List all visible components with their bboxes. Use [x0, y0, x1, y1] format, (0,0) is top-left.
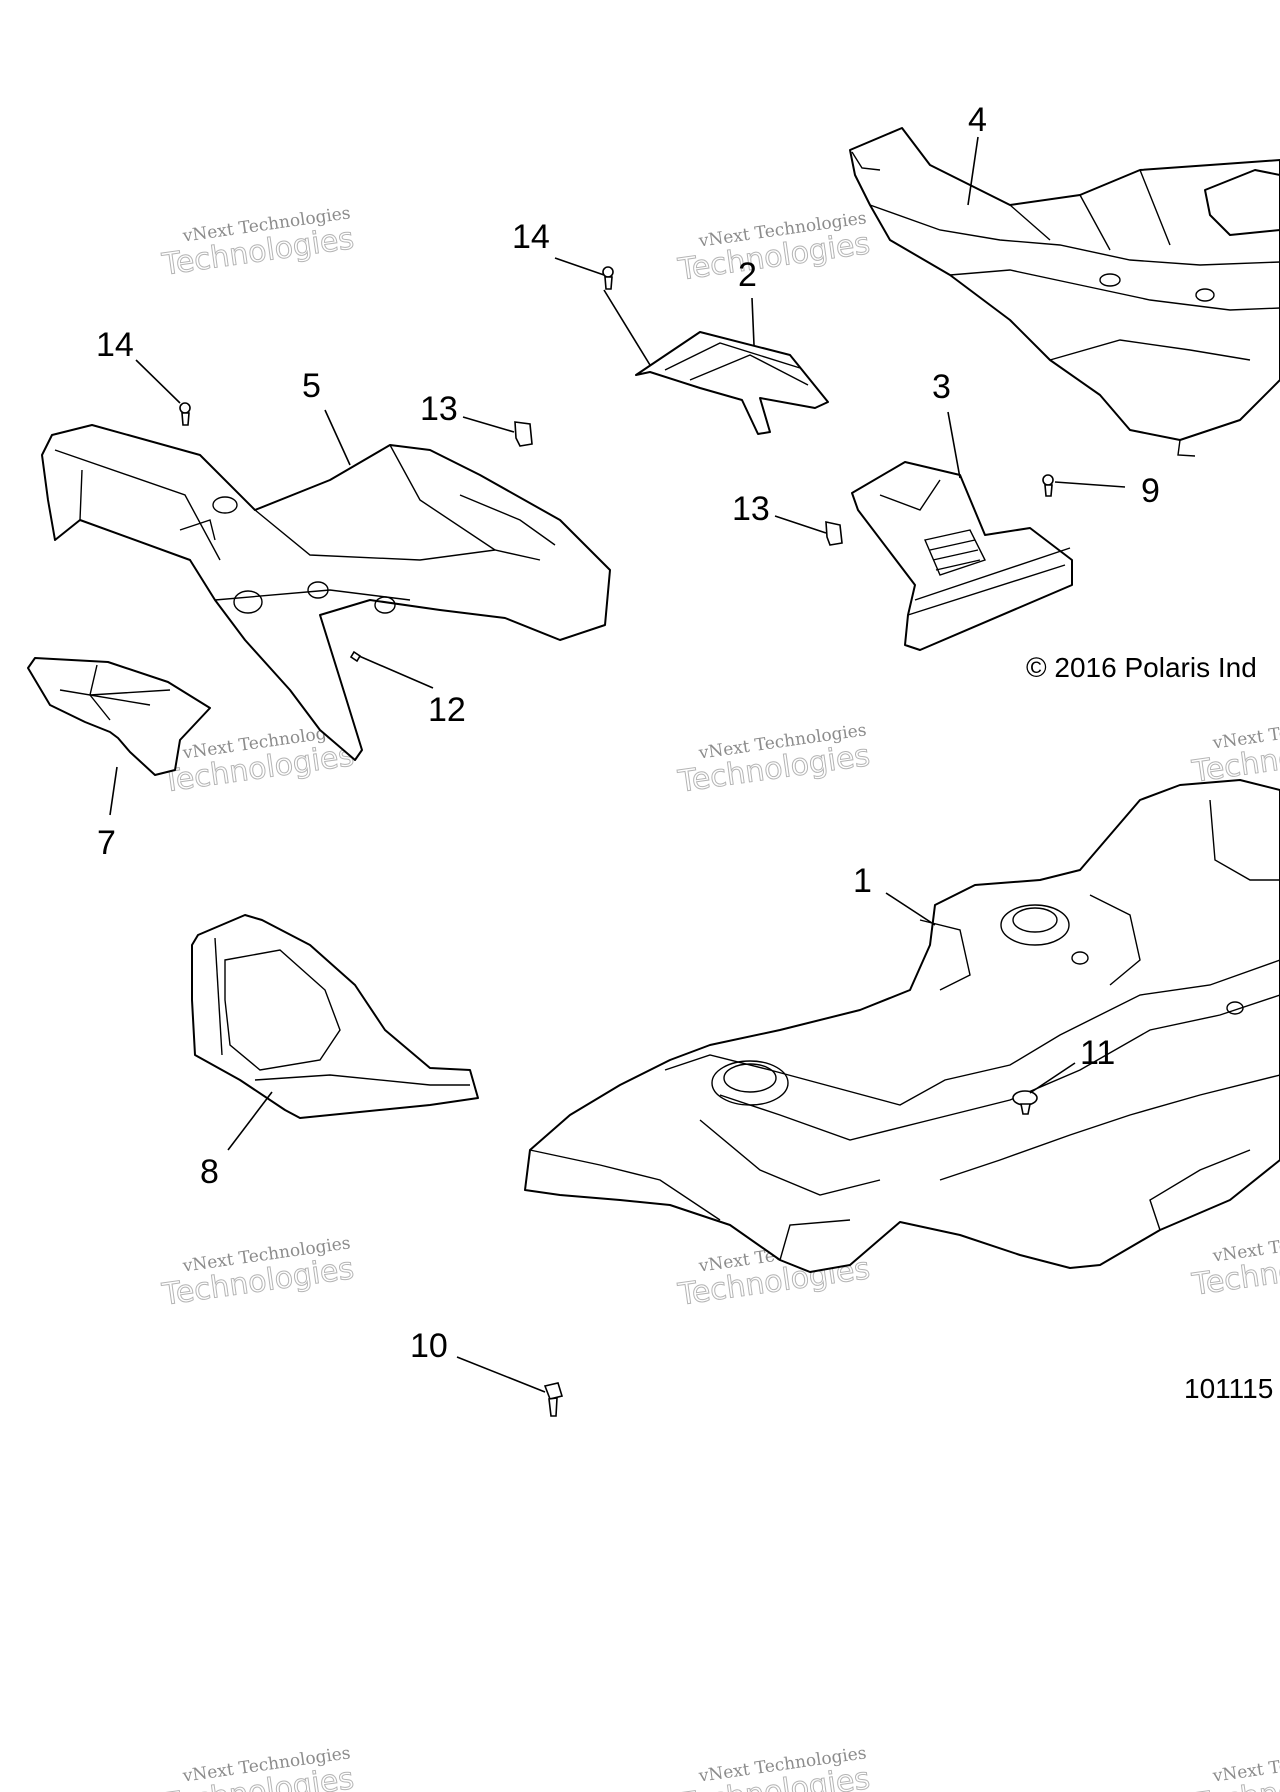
callout-label-2: 2: [738, 256, 757, 294]
leader-line: [1054, 481, 1126, 488]
leader-line: [774, 515, 827, 534]
watermark: vNext Technologies Technologies: [159, 1233, 357, 1313]
leader-line: [462, 416, 515, 433]
leader-line: [358, 655, 434, 689]
leader-line: [967, 136, 979, 206]
leader-line: [603, 289, 651, 366]
part-3-center-console: [851, 461, 1073, 651]
part-2-cover-plate: [635, 331, 829, 435]
callout-label-4: 4: [968, 101, 987, 139]
leader-lines: [109, 136, 1126, 1393]
part-1-main-rack: [524, 779, 1280, 1273]
fastener-9: [1042, 474, 1054, 497]
watermark: vNext Technologies Technologies: [159, 1743, 357, 1792]
part-4-rear-fender: [849, 127, 1280, 457]
callout-label-3: 3: [932, 368, 951, 406]
watermark: vNext Technologies Technologies: [675, 720, 873, 800]
leader-line: [135, 359, 181, 404]
fastener-13a: [514, 421, 533, 447]
callout-label-12: 12: [428, 691, 466, 729]
callout-label-7: 7: [97, 824, 116, 862]
watermark: vNext Technologies Technologies: [159, 203, 357, 283]
watermark: vNext Technologies Technologies: [675, 1743, 873, 1792]
fastener-12: [349, 650, 362, 663]
fastener-13b: [825, 520, 843, 546]
copyright-notice: © 2016 Polaris Ind: [1026, 652, 1257, 683]
part-5-front-panel: [41, 424, 611, 761]
leader-line: [554, 257, 605, 276]
leader-line: [324, 409, 351, 466]
fastener-10: [543, 1382, 564, 1417]
watermark: vNext Technologies Technologies: [1189, 1743, 1280, 1792]
callout-labels: 1 2 3 4 5 7 8 9 10 11 12 13 13 14 14: [96, 101, 1160, 1365]
callout-label-11: 11: [1080, 1034, 1115, 1072]
fastener-14b: [602, 266, 614, 290]
part-8-lower-side-panel: [191, 914, 479, 1119]
part-7-side-panel: [27, 657, 211, 776]
callout-label-5: 5: [302, 367, 321, 405]
watermark: vNext Technologies Technologies: [1189, 710, 1280, 790]
fastener-14a: [179, 402, 191, 426]
watermark: vNext Technologies Technologies: [675, 208, 873, 288]
leader-line: [227, 1091, 273, 1151]
leader-line: [947, 411, 961, 479]
callout-label-1: 1: [853, 862, 872, 900]
leader-line: [885, 892, 936, 926]
callout-label-8: 8: [200, 1153, 219, 1191]
callout-label-14: 14: [96, 326, 134, 364]
leader-line: [109, 766, 118, 816]
fastener-11: [1012, 1090, 1038, 1115]
callout-label-10: 10: [410, 1327, 448, 1365]
callout-label-9: 9: [1141, 472, 1160, 510]
leader-line: [456, 1356, 546, 1393]
watermark: vNext Technologies Technologies: [1189, 1223, 1280, 1303]
callout-label-13: 13: [732, 490, 770, 528]
callout-label-14: 14: [512, 218, 550, 256]
leader-line: [1029, 1062, 1076, 1094]
leader-line: [751, 297, 755, 346]
callout-label-13: 13: [420, 390, 458, 428]
diagram-part-number: 101115: [1184, 1373, 1273, 1404]
